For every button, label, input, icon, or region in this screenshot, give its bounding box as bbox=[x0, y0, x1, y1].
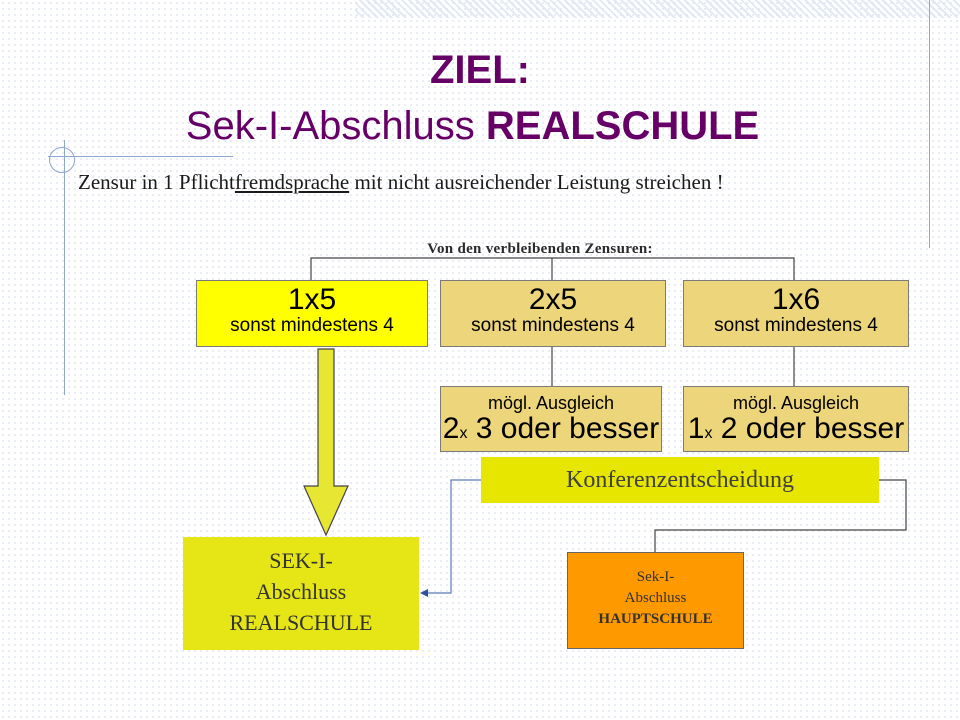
real-line2: Abschluss bbox=[255, 579, 347, 604]
ausgleich-1x2-num: 1 bbox=[687, 412, 705, 445]
hauptschule-result-box: Sek-I- Abschluss HAUPTSCHULE bbox=[567, 552, 744, 649]
option-1x6-note: sonst mindestens 4 bbox=[714, 315, 878, 336]
option-1x6-value: 1x6 bbox=[771, 283, 821, 316]
ausgleich-1x2-value: 1x 2 oder besser bbox=[684, 413, 908, 450]
ausgleich-2x3-num: 2 bbox=[442, 412, 460, 445]
ausgleich-2x3-box: mögl. Ausgleich 2x 3 oder besser bbox=[440, 386, 662, 452]
ausgleich-1x2-x: x bbox=[704, 425, 713, 442]
ausgleich-1x2-rest: 2 oder besser bbox=[712, 412, 905, 445]
option-1x6-box: 1x6 sonst mindestens 4 bbox=[683, 280, 909, 347]
option-2x5-note: sonst mindestens 4 bbox=[471, 315, 635, 336]
ausgleich-2x3-x: x bbox=[459, 425, 468, 442]
instruction-underlined: fremdsprache bbox=[234, 170, 350, 194]
konferenz-to-haupt-line bbox=[654, 479, 907, 552]
top-hatch-decoration bbox=[355, 0, 960, 18]
option-1x5-note: sonst mindestens 4 bbox=[230, 315, 394, 336]
left-vertical-rule bbox=[64, 140, 65, 395]
real-line3: REALSCHULE bbox=[229, 610, 373, 635]
ausgleich-2x3-value: 2x 3 oder besser bbox=[441, 413, 661, 450]
title-prefix: Sek-I-Abschluss bbox=[185, 104, 486, 148]
option-1x5-box: 1x5 sonst mindestens 4 bbox=[196, 280, 428, 347]
ausgleich-1x2-box: mögl. Ausgleich 1x 2 oder besser bbox=[683, 386, 909, 452]
instruction-after: mit nicht ausreichender Leistung streich… bbox=[349, 170, 724, 194]
ausgleich-1x2-label: mögl. Ausgleich bbox=[732, 393, 860, 413]
left-horizontal-rule bbox=[48, 156, 233, 157]
real-line1: SEK-I- bbox=[269, 548, 333, 573]
remaining-grades-label: Von den verbleibenden Zensuren: bbox=[427, 241, 653, 257]
down-arrow-icon bbox=[303, 348, 349, 537]
haupt-line2: Abschluss bbox=[624, 590, 687, 606]
real-arrowhead bbox=[420, 589, 428, 597]
instruction-before: Zensur in 1 Pflicht bbox=[78, 170, 235, 194]
instruction-text: Zensur in 1 Pflichtfremdsprache mit nich… bbox=[78, 170, 724, 195]
right-vertical-rule bbox=[929, 0, 930, 248]
ausgleich-2x3-label: mögl. Ausgleich bbox=[487, 393, 615, 413]
title-bold: REALSCHULE bbox=[485, 104, 760, 148]
konferenz-to-real-line bbox=[424, 479, 481, 594]
option-2x5-value: 2x5 bbox=[528, 283, 578, 316]
haupt-line1: Sek-I- bbox=[636, 569, 675, 585]
slide-title-line2: Sek-I-Abschluss REALSCHULE bbox=[0, 104, 945, 149]
slide-title: ZIEL: bbox=[430, 48, 530, 92]
realschule-result-box: SEK-I- Abschluss REALSCHULE bbox=[183, 537, 419, 650]
circle-decoration bbox=[49, 147, 75, 173]
ausgleich-2x3-rest: 3 oder besser bbox=[467, 412, 660, 445]
konferenz-box: Konferenzentscheidung bbox=[481, 457, 879, 503]
haupt-line3: HAUPTSCHULE bbox=[598, 611, 713, 627]
option-2x5-box: 2x5 sonst mindestens 4 bbox=[440, 280, 666, 347]
option-1x5-value: 1x5 bbox=[287, 283, 337, 316]
